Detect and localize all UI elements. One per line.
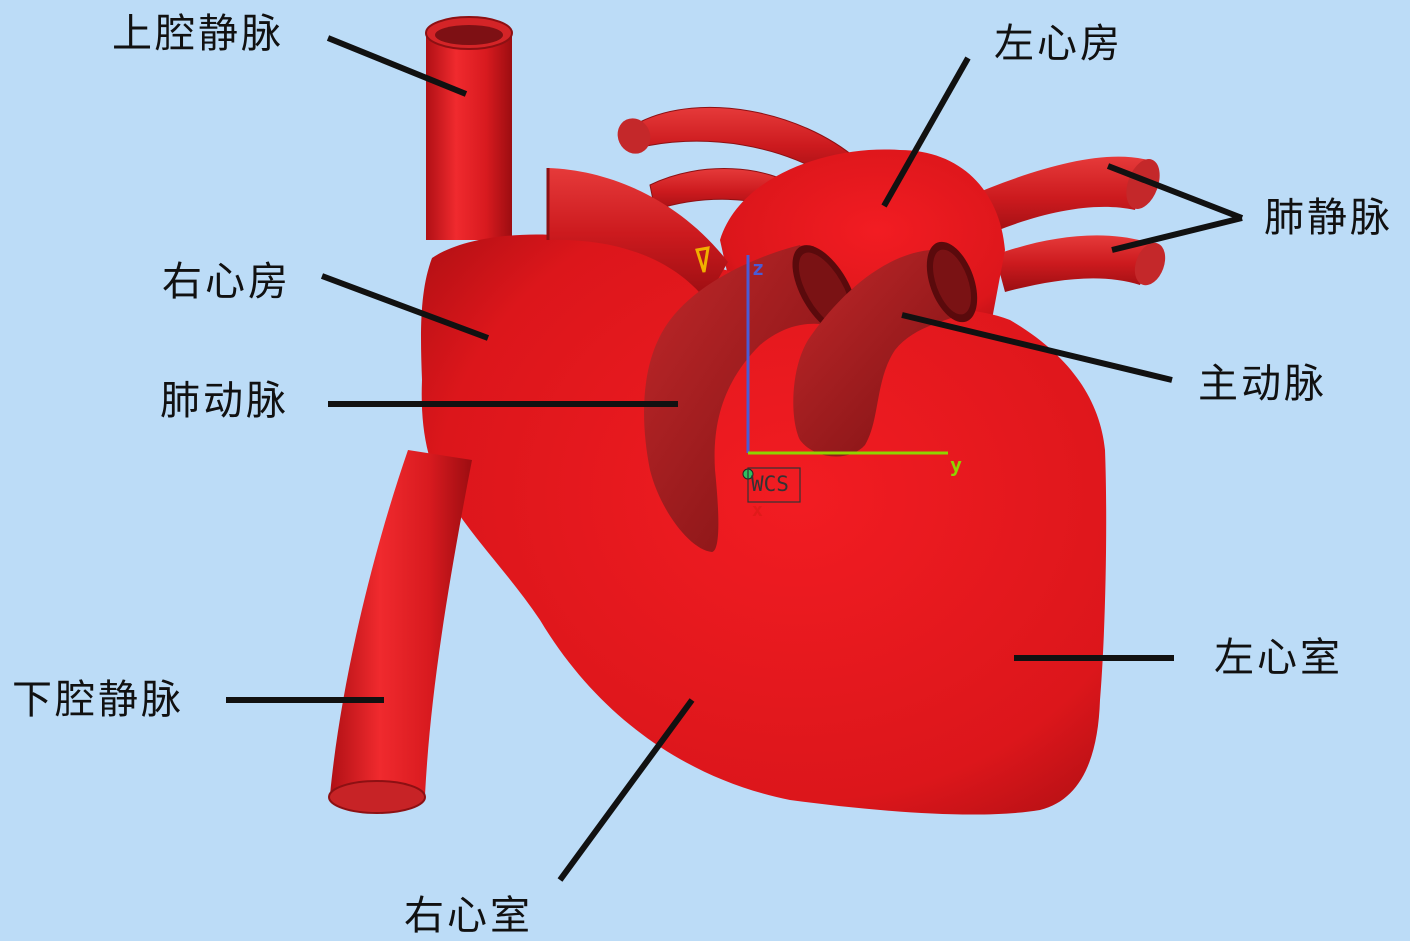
leader-pv-lower [1112,218,1242,250]
label-left-ventricle: 左心室 [1214,638,1343,678]
axis-label-y: y [950,455,962,475]
label-left-atrium: 左心房 [994,24,1123,64]
axis-label-x: x [752,502,763,520]
axis-label-z: z [752,258,764,278]
label-pulmonary-veins: 肺静脉 [1264,198,1393,238]
wcs-label: WCS [751,474,789,495]
inferior-vena-cava [329,450,472,813]
superior-vena-cava [426,17,512,240]
label-superior-vena-cava: 上腔静脉 [112,14,284,54]
label-right-ventricle: 右心室 [404,896,533,936]
label-right-atrium: 右心房 [162,262,291,302]
label-pulmonary-artery: 肺动脉 [160,381,289,421]
label-inferior-vena-cava: 下腔静脉 [12,680,184,720]
label-aorta: 主动脉 [1198,364,1327,404]
leader-rv [560,700,692,880]
